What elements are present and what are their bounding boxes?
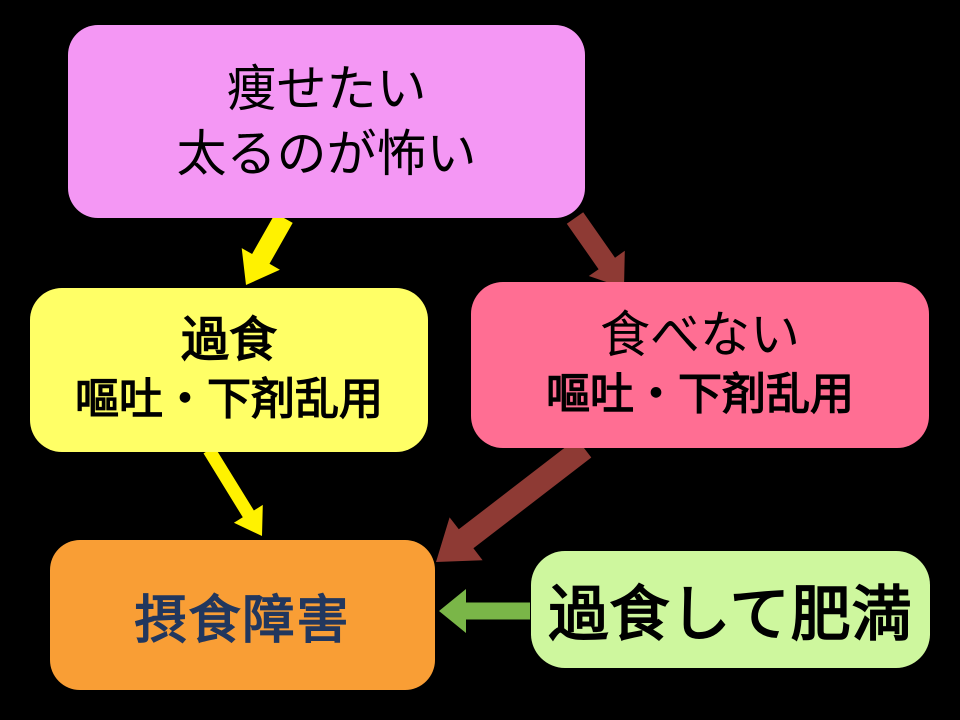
node-eating-disorder: 摂食障害 [50,540,435,690]
arrow-obesity-to-eating-disorder [439,589,530,633]
node-no-eat-purge: 食べない 嘔吐・下剤乱用 [471,282,929,448]
node-no-eat-purge-line2: 嘔吐・下剤乱用 [546,370,854,420]
node-thin-desire-line1: 痩せたい [226,60,427,117]
node-no-eat-purge-line1: 食べない [600,307,800,364]
node-binge-purge-line1: 過食 [180,314,277,368]
arrow-desire-to-binge-purge [241,213,293,285]
node-binge-obesity: 過食して肥満 [531,551,930,668]
arrow-desire-to-no-eat [566,212,625,288]
node-binge-obesity-line1: 過食して肥満 [548,582,913,648]
arrow-binge-purge-to-eating-disorder [203,446,263,536]
node-binge-purge: 過食 嘔吐・下剤乱用 [30,288,428,452]
node-eating-disorder-line1: 摂食障害 [134,591,351,650]
node-thin-desire: 痩せたい 太るのが怖い [68,25,585,218]
node-binge-purge-line2: 嘔吐・下剤乱用 [75,375,383,425]
node-thin-desire-line2: 太るのが怖い [176,125,477,182]
arrow-no-eat-to-eating-disorder [436,438,592,562]
